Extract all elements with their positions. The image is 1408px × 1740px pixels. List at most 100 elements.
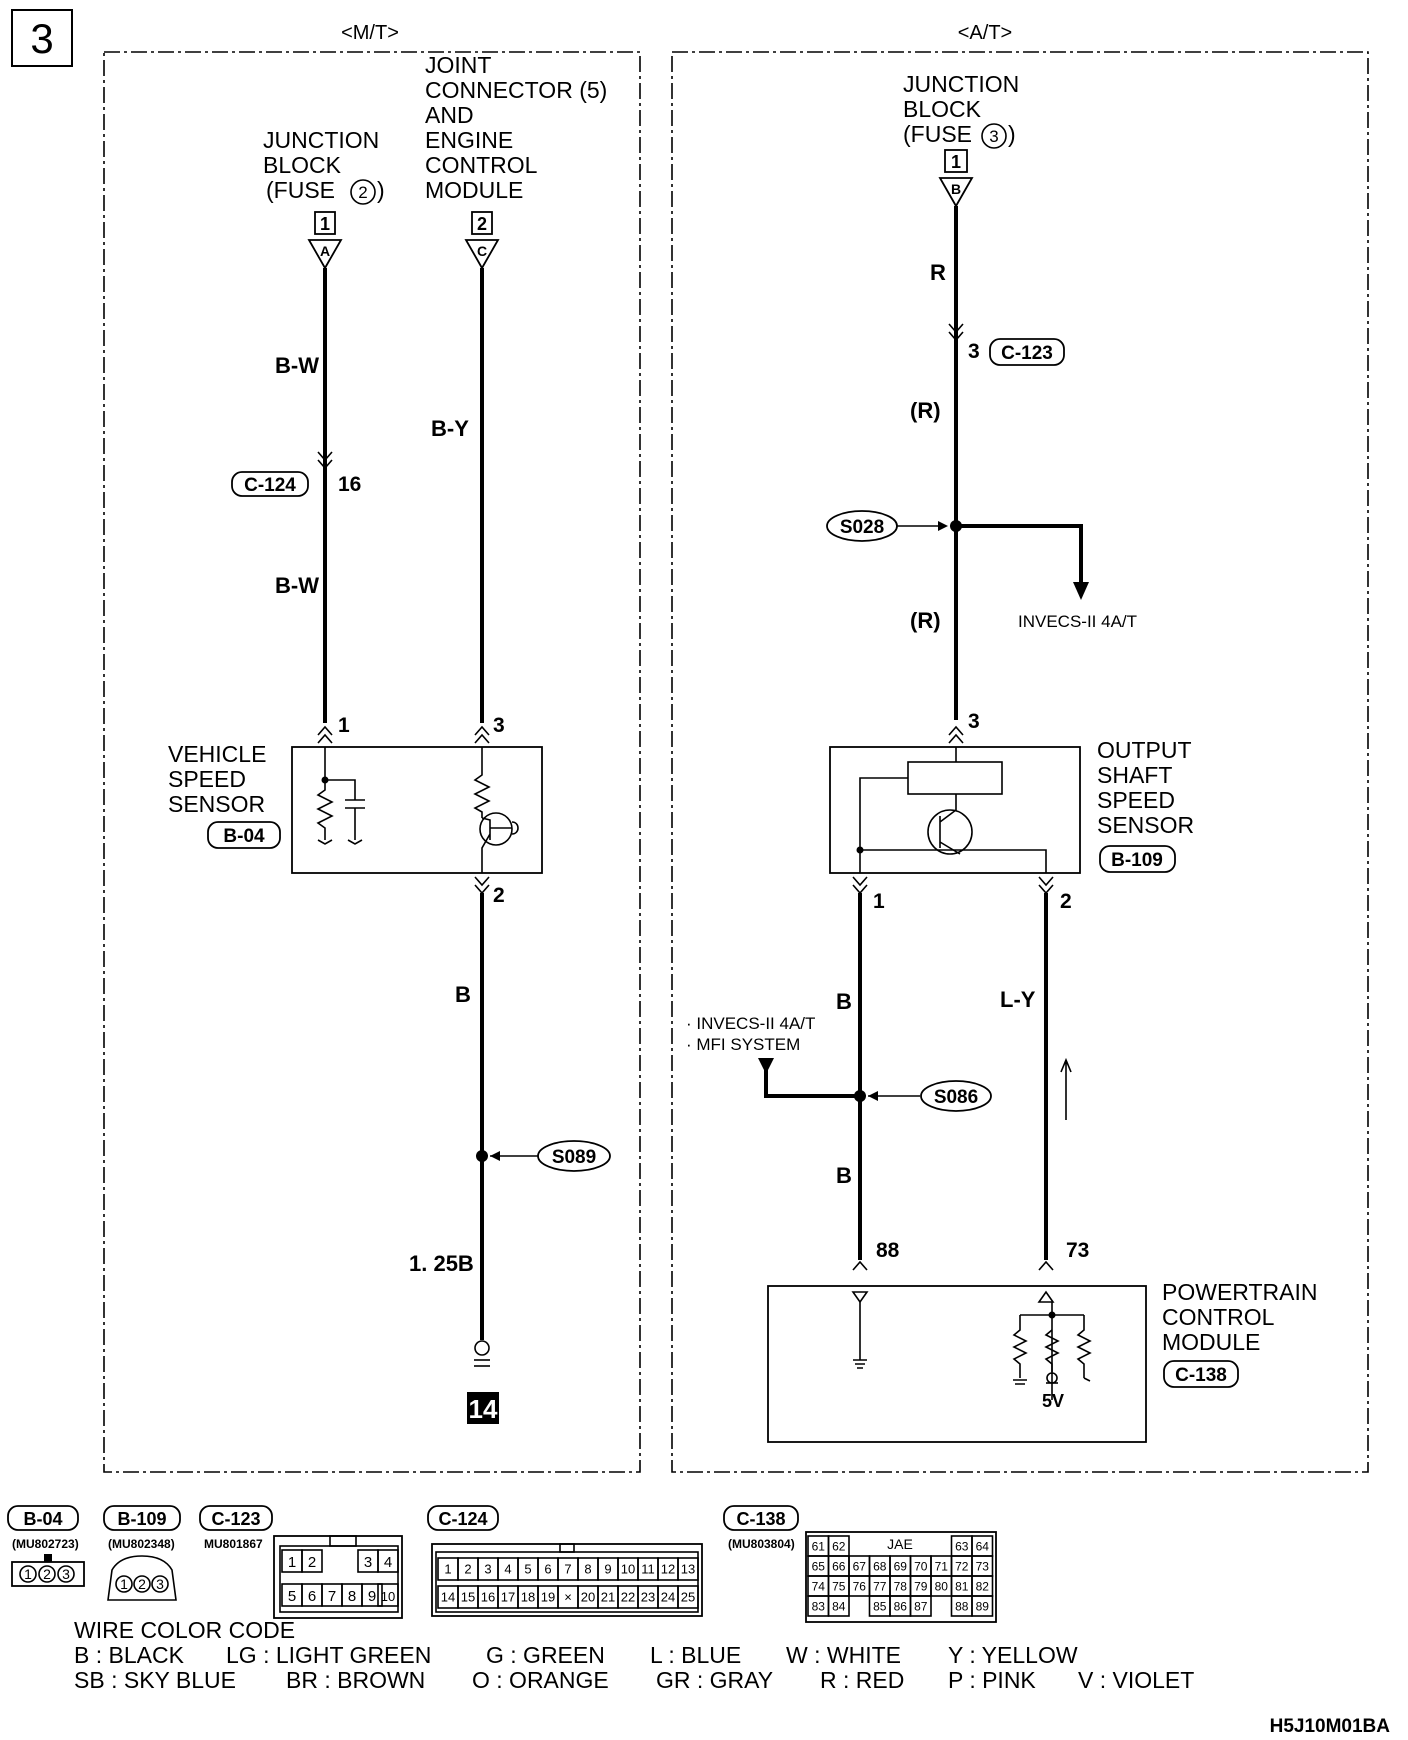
mt-junction-block-label: JUNCTION BLOCK (FUSE 2 )	[263, 127, 385, 205]
svg-text:R : RED: R : RED	[820, 1667, 904, 1693]
svg-text:JOINT: JOINT	[425, 52, 491, 78]
connector-a-triangle	[307, 239, 343, 270]
fuse-number-circle	[981, 123, 1007, 149]
c123-pin-number: 3	[968, 340, 980, 363]
svg-text:6: 6	[308, 1588, 316, 1605]
c138-pin-label: 63	[955, 1539, 969, 1553]
vss-internal-circuit	[316, 747, 519, 873]
wire-label-ly: L-Y	[1000, 987, 1036, 1012]
s086-tag-ellipse	[920, 1080, 992, 1112]
pcm-tag-box	[1163, 1360, 1239, 1388]
c124-tag-box	[231, 471, 309, 497]
legend-b04-tag-box	[7, 1505, 79, 1531]
c124-pin-label: 11	[641, 1562, 655, 1577]
svg-text:BR : BROWN: BR : BROWN	[286, 1667, 425, 1693]
s089-tag-ellipse	[537, 1140, 611, 1172]
c138-pin-label: 71	[935, 1559, 949, 1573]
fuse-number-circle	[350, 179, 376, 205]
c138-pin-label: 72	[955, 1559, 969, 1573]
pcm-tag: C-138	[1175, 1365, 1227, 1386]
vss-pin2-chevron	[474, 876, 490, 895]
wire-label-125b: 1. 25B	[409, 1251, 474, 1276]
c138-pin-label: 64	[976, 1539, 990, 1553]
wire-color-code-title: WIRE COLOR CODE	[74, 1617, 295, 1643]
c124-pin-label: 19	[541, 1590, 555, 1605]
connector-c-triangle	[464, 239, 500, 270]
c138-pin-label: 80	[935, 1579, 949, 1593]
wire-color-code-row2: SB : SKY BLUE BR : BROWN O : ORANGE GR :…	[74, 1667, 1194, 1693]
c124-pin-label: 17	[501, 1590, 515, 1605]
c138-pin-label: 74	[812, 1579, 826, 1593]
c138-pin-label: 86	[894, 1599, 908, 1613]
oss-internal-circuit	[856, 747, 1047, 873]
svg-text:7: 7	[328, 1588, 336, 1605]
mt-section-label: <M/T>	[341, 22, 399, 44]
svg-text:2: 2	[138, 1576, 146, 1592]
s028-arrow	[938, 521, 948, 531]
branch-wire-mfi	[764, 1062, 860, 1098]
c124-pin-label: 25	[681, 1590, 695, 1605]
oss-pin1-chevron	[852, 876, 868, 895]
oss-label: OUTPUT SHAFT SPEED SENSOR	[1097, 737, 1194, 838]
signal-direction-arrow	[1060, 1057, 1072, 1120]
splice-s089-dot	[476, 1150, 488, 1162]
wire-label-bw-upper: B-W	[275, 353, 319, 378]
svg-text:JAE: JAE	[887, 1536, 913, 1552]
c123-pin-chevron	[948, 323, 964, 342]
c124-pin-label: 13	[681, 1562, 695, 1577]
svg-text:10: 10	[381, 1589, 395, 1604]
svg-text:POWERTRAIN: POWERTRAIN	[1162, 1279, 1317, 1305]
svg-text:BLOCK: BLOCK	[263, 152, 342, 178]
c124-pin-label: 2	[464, 1562, 471, 1577]
svg-text:JUNCTION: JUNCTION	[903, 71, 1019, 97]
c138-pin-label: 73	[976, 1559, 990, 1573]
svg-text:): )	[377, 177, 385, 203]
wire-label-b: B	[455, 982, 471, 1007]
splice-s089: S089	[552, 1147, 596, 1168]
c124-tag: C-124	[244, 475, 296, 496]
svg-text:LG : LIGHT GREEN: LG : LIGHT GREEN	[226, 1642, 431, 1668]
legend-c123-tag: C-123	[211, 1509, 260, 1529]
legend-c123-part: MU801867	[204, 1537, 263, 1551]
svg-text:AND: AND	[425, 102, 474, 128]
vss-label-line3: SENSOR	[168, 791, 265, 817]
powertrain-control-module-box	[767, 1285, 1147, 1443]
splice-s086-dot	[854, 1090, 866, 1102]
svg-text:SB : SKY BLUE: SB : SKY BLUE	[74, 1667, 236, 1693]
svg-text:B : BLACK: B : BLACK	[74, 1642, 185, 1668]
wire-label-by: B-Y	[431, 416, 469, 441]
c124-pin-label: 24	[661, 1590, 675, 1605]
svg-text:4: 4	[384, 1554, 392, 1571]
c124-pin-label: 22	[621, 1590, 635, 1605]
figure-code: H5J10M01BA	[1270, 1716, 1391, 1737]
fuse-number: 2	[358, 183, 367, 202]
legend-c138-tag-box	[723, 1505, 799, 1531]
branch-arrow-mfi	[758, 1058, 774, 1074]
mt-joint-connector-ecm-label: JOINT CONNECTOR (5) AND ENGINE CONTROL M…	[425, 52, 607, 203]
connector-b-letter: B	[951, 181, 961, 197]
svg-text:MODULE: MODULE	[425, 177, 523, 203]
legend-c124-tag-box	[427, 1505, 499, 1531]
oss-tag: B-109	[1111, 850, 1163, 871]
svg-text:W : WHITE: W : WHITE	[786, 1642, 901, 1668]
legend-c138-part: (MU803804)	[728, 1537, 795, 1551]
legend-c123-tag-box	[199, 1505, 273, 1531]
svg-text:V : VIOLET: V : VIOLET	[1078, 1667, 1194, 1693]
c124-pin-label: 21	[601, 1590, 615, 1605]
svg-text:GR : GRAY: GR : GRAY	[656, 1667, 773, 1693]
mt-ref-box-2	[471, 211, 493, 235]
svg-text:G : GREEN: G : GREEN	[486, 1642, 605, 1668]
svg-text:ENGINE: ENGINE	[425, 127, 513, 153]
vehicle-speed-sensor-box	[291, 746, 543, 874]
c138-pin-label: 76	[853, 1579, 867, 1593]
c138-pin-label: 79	[914, 1579, 928, 1593]
vss-pin-3: 3	[493, 714, 505, 737]
c138-pin-label: 61	[812, 1539, 826, 1553]
c138-pin-label: 75	[832, 1579, 846, 1593]
pcm-label: POWERTRAIN CONTROL MODULE	[1162, 1279, 1317, 1355]
connector-b-triangle	[938, 177, 974, 208]
mt-section-frame	[103, 51, 641, 1473]
svg-text:MODULE: MODULE	[1162, 1329, 1260, 1355]
